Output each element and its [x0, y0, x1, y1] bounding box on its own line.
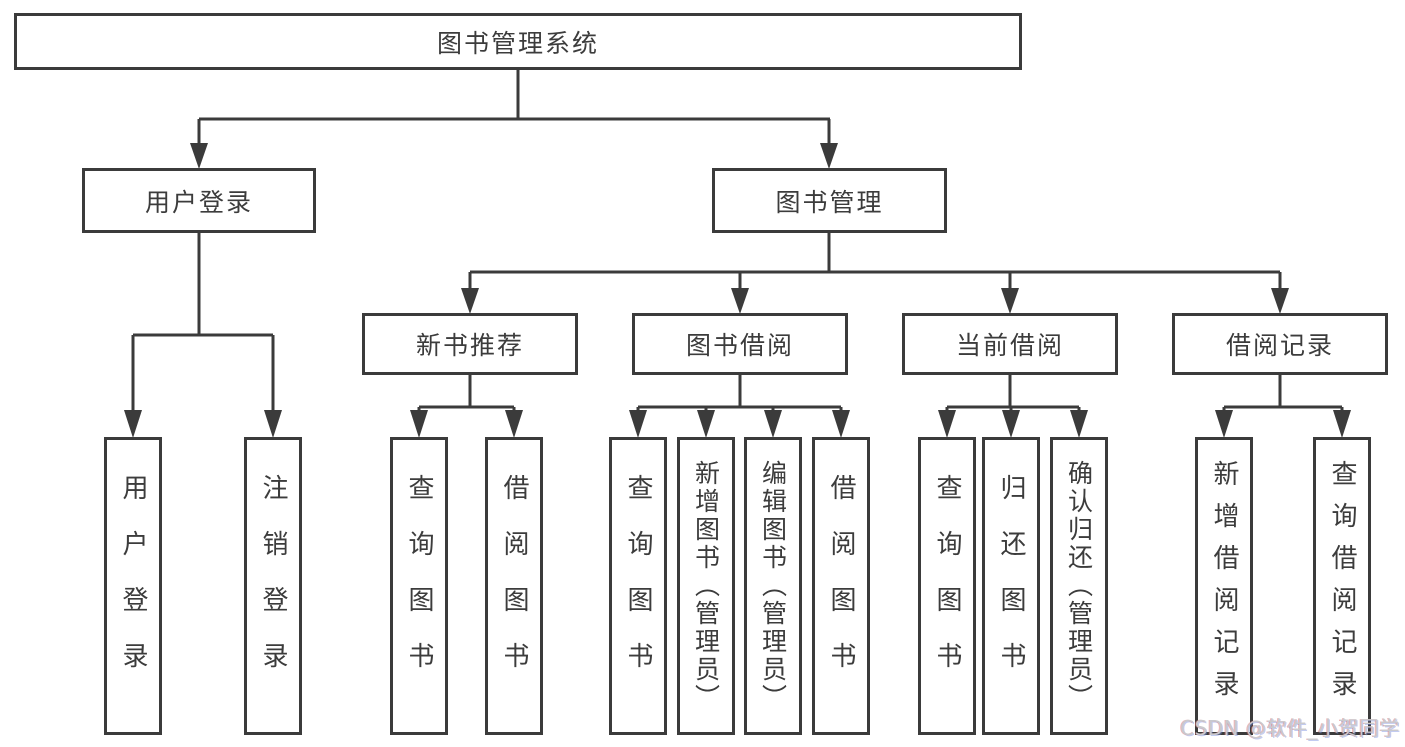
arrowheads [124, 143, 1351, 438]
leaf-label: 查询图书 [623, 474, 653, 698]
node-new-book-recommend: 新书推荐 [362, 313, 578, 375]
node-book-management: 图书管理 [712, 168, 947, 233]
node-label: 图书管理 [775, 187, 884, 217]
node-label: 当前借阅 [955, 331, 1064, 360]
leaf-label: 借阅图书 [826, 474, 856, 698]
node-book-borrowing: 图书借阅 [632, 313, 848, 375]
node-root-system: 图书管理系统 [14, 13, 1022, 70]
node-borrow-records: 借阅记录 [1172, 313, 1388, 375]
leaf-borrowing-add-book-admin: 新增图书（管理员） [677, 437, 735, 735]
leaf-user-login: 用户登录 [104, 437, 162, 735]
leaf-label: 借阅图书 [499, 474, 529, 698]
node-user-login: 用户登录 [82, 168, 316, 233]
node-label: 借阅记录 [1225, 331, 1334, 360]
leaf-label: 用户登录 [118, 474, 148, 698]
leaf-label: 新增借阅记录 [1209, 460, 1239, 712]
leaf-current-return-book: 归还图书 [982, 437, 1040, 735]
node-label: 用户登录 [144, 187, 253, 217]
leaf-current-query-book: 查询图书 [918, 437, 976, 735]
csdn-watermark: CSDN @软件_小贺同学 [1180, 716, 1400, 740]
leaf-label: 查询图书 [404, 474, 434, 698]
leaf-label: 归还图书 [996, 474, 1026, 698]
leaf-borrowing-edit-book-admin: 编辑图书（管理员） [744, 437, 802, 735]
leaf-label: 注销登录 [258, 474, 288, 698]
leaf-label: 查询借阅记录 [1327, 460, 1357, 712]
leaf-borrowing-borrow-book: 借阅图书 [812, 437, 870, 735]
leaf-records-add-record: 新增借阅记录 [1195, 437, 1253, 735]
leaf-label: 编辑图书（管理员） [758, 460, 788, 712]
leaf-logout: 注销登录 [244, 437, 302, 735]
node-current-borrowing: 当前借阅 [902, 313, 1118, 375]
leaf-borrowing-query-book: 查询图书 [609, 437, 667, 735]
leaf-label: 确认归还（管理员） [1064, 460, 1094, 712]
node-label: 新书推荐 [415, 331, 524, 360]
node-label: 图书管理系统 [436, 28, 599, 58]
leaf-label: 查询图书 [932, 474, 962, 698]
leaf-current-confirm-return-admin: 确认归还（管理员） [1050, 437, 1108, 735]
leaf-newbook-query-book: 查询图书 [390, 437, 448, 735]
leaf-records-query-record: 查询借阅记录 [1313, 437, 1371, 735]
leaf-newbook-borrow-book: 借阅图书 [485, 437, 543, 735]
leaf-label: 新增图书（管理员） [691, 460, 721, 712]
node-label: 图书借阅 [685, 331, 794, 360]
